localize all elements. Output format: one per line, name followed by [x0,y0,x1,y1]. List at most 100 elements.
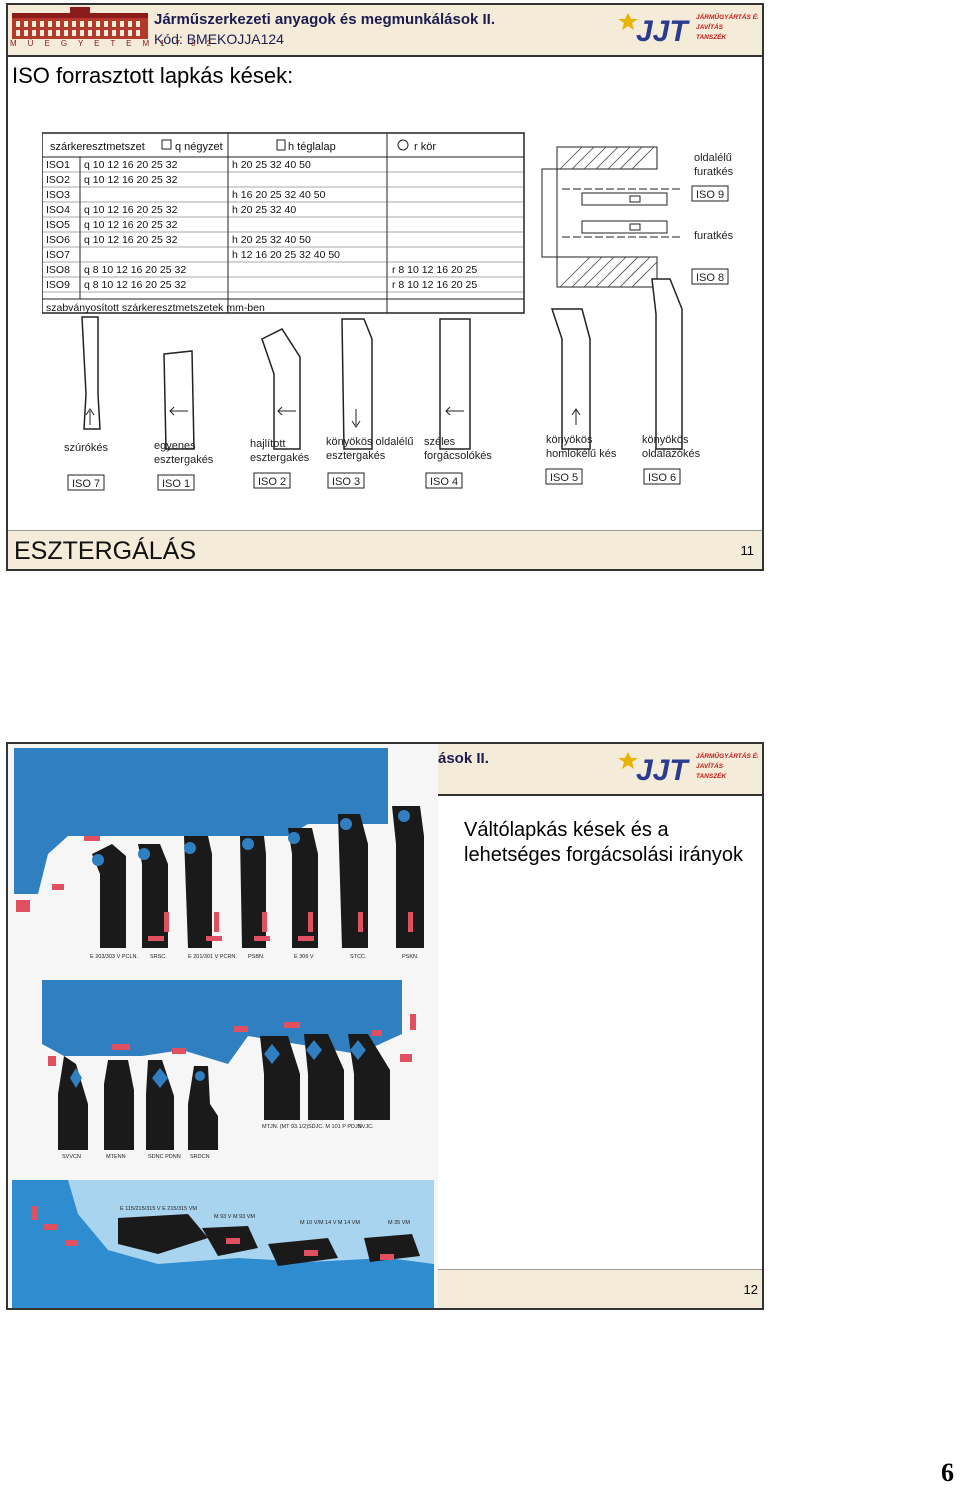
row-code: ISO8 [46,264,70,276]
tool-name-5b: forgácsolókés [424,450,492,462]
dept-line-2: JAVÍTÁS [696,761,724,770]
arrow-up-icon [85,408,95,425]
tool-code: PSKN. [402,954,419,960]
tool-code: SDJC. M 101 P PDJN [308,1124,362,1130]
iso-tools-figure: szárkeresztmetszet q négyzet h téglalap … [42,132,734,491]
arrow-left-icon [277,406,296,416]
logo-text: JJT [636,754,690,787]
tool-code: SVJC. [358,1124,374,1130]
tool-name-2b: esztergakés [154,454,214,466]
tool-shanks [81,278,683,450]
table-header-round: r kör [414,141,436,153]
tool-labels: szúrókés ISO 7 egyenes esztergakés ISO 1… [64,434,701,491]
tool-code: E 306 V [294,954,314,960]
department-logo: JJT JÁRMŰGYÁRTÁS ÉS JAVÍTÁS TANSZÉK [618,751,758,787]
tool-code: SRSC. [150,954,167,960]
side-label-bottom-code: ISO 8 [696,272,724,284]
tool-code-4: ISO 3 [332,476,360,488]
dept-line-1: JÁRMŰGYÁRTÁS ÉS [696,12,758,21]
tool-code-6: ISO 5 [550,472,578,484]
dept-line-3: TANSZÉK [696,771,728,780]
tool-code: E 115/215/315 V E 215/315 VM [120,1206,197,1212]
tool-code: E 201/301 V PCRN. [188,954,237,960]
workpiece-drawing [541,146,682,288]
table-rows: ISO1 q 10 12 16 20 25 32 h 20 25 32 40 5… [46,159,477,291]
table-header-rect: h téglalap [288,141,336,153]
row-h: h 20 25 32 40 50 [232,159,311,171]
department-logo: JJT JÁRMŰGYÁRTÁS ÉS JAVÍTÁS TANSZÉK [618,12,758,48]
slide-footer: ESZTERGÁLÁS 11 [8,530,762,569]
table-footnote: szabványosított szárkeresztmetszetek mm-… [46,302,265,314]
tool-name-3a: hajlított [250,438,285,450]
dept-line-2: JAVÍTÁS [696,22,724,31]
arrow-up-icon [571,408,581,425]
tool-name-5a: széles [424,436,456,448]
tool-code-3: ISO 2 [258,476,286,488]
side-label-top-code: ISO 9 [696,189,724,201]
tool-code: M 10 V/M 14 V M 14 VM [300,1220,360,1226]
arrow-left-icon [169,406,188,416]
tool-code: SDNC PDNN [148,1154,181,1160]
tool-name-1: szúrókés [64,442,109,454]
logo-text: JJT [636,15,690,48]
row-h: h 20 25 32 40 50 [232,234,311,246]
tool-code-5: ISO 4 [430,476,458,488]
slide-title: Váltólapkás kések és a lehetséges forgác… [464,819,744,866]
slide-11: M Ű E G Y E T E M 1 7 8 2 Járműszerkezet… [6,3,764,571]
tool-name-2a: egyenes [154,440,196,452]
table-header-square: q négyzet [175,141,223,153]
row-code: ISO3 [46,189,70,201]
university-text: M Ű E G Y E T E M 1 7 8 2 [10,39,216,48]
row-q: q 10 12 16 20 25 32 [84,219,178,231]
slide-header: M Ű E G Y E T E M 1 7 8 2 Járműszerkezet… [8,5,762,57]
tool-code: SVVCN [62,1154,81,1160]
row-code: ISO4 [46,204,70,216]
row-code: ISO6 [46,234,70,246]
tool-name-7b: oldalazókés [642,448,701,460]
tool-code: SRDCN [190,1154,210,1160]
tool-code: STCC. [350,954,367,960]
slide-footer: 12 [438,1269,762,1308]
row-h: h 12 16 20 25 32 40 50 [232,249,340,261]
course-title: Járműszerkezeti anyagok és megmunkálások… [154,11,495,28]
tool-code: E 203/303 V PCLN. [90,954,138,960]
row-code: ISO2 [46,174,70,186]
row-q: q 10 12 16 20 25 32 [84,159,178,171]
side-label-bottom: furatkés [694,230,734,242]
tool-code-7: ISO 6 [648,472,676,484]
dept-line-3: TANSZÉK [696,32,728,41]
tool-code: MTJN. (MT 93.1/2) [262,1124,308,1130]
indexable-insert-tools-image: E 203/303 V PCLN. SRSC. E 201/301 V PCRN… [8,744,438,1308]
side-label-top-1: oldalélű [694,152,732,164]
tool-code-1: ISO 7 [72,478,100,490]
row-code: ISO7 [46,249,70,261]
tool-name-6a: könyökös [546,434,593,446]
row-q: q 10 12 16 20 25 32 [84,204,178,216]
tool-code: PSBN. [248,954,265,960]
row-q: q 10 12 16 20 25 32 [84,234,178,246]
arrow-down-icon [351,409,361,428]
rect-section-icon [276,139,286,151]
row-r: r 8 10 12 16 20 25 [392,264,477,276]
row-h: h 20 25 32 40 [232,204,296,216]
slide-title: ISO forrasztott lapkás kések: [12,63,294,88]
tool-code: M 93 V M 93 VM [214,1214,255,1220]
tool-code: MTENN [106,1154,126,1160]
circle-section-icon [397,139,409,151]
row-h: h 16 20 25 32 40 50 [232,189,326,201]
square-section-icon [161,139,172,150]
arrow-left-icon [445,406,464,416]
row-q: q 8 10 12 16 20 25 32 [84,264,186,276]
tool-name-4a: könyökös oldalélű [326,436,413,448]
page-number: 12 [743,1282,758,1297]
row-r: r 8 10 12 16 20 25 [392,279,477,291]
slide-12: ások II. JJT JÁRMŰGYÁRTÁS ÉS JAVÍTÁS TAN… [6,742,764,1310]
course-title-partial: ások II. [438,750,489,767]
course-code: Kód: BMEKOJJA124 [154,31,284,47]
sheet-number: 6 [941,1458,954,1487]
row-code: ISO5 [46,219,70,231]
dept-line-1: JÁRMŰGYÁRTÁS ÉS [696,751,758,760]
page-number: 11 [740,543,755,558]
row-q: q 10 12 16 20 25 32 [84,174,178,186]
tool-name-6b: homlokélű kés [546,448,617,460]
